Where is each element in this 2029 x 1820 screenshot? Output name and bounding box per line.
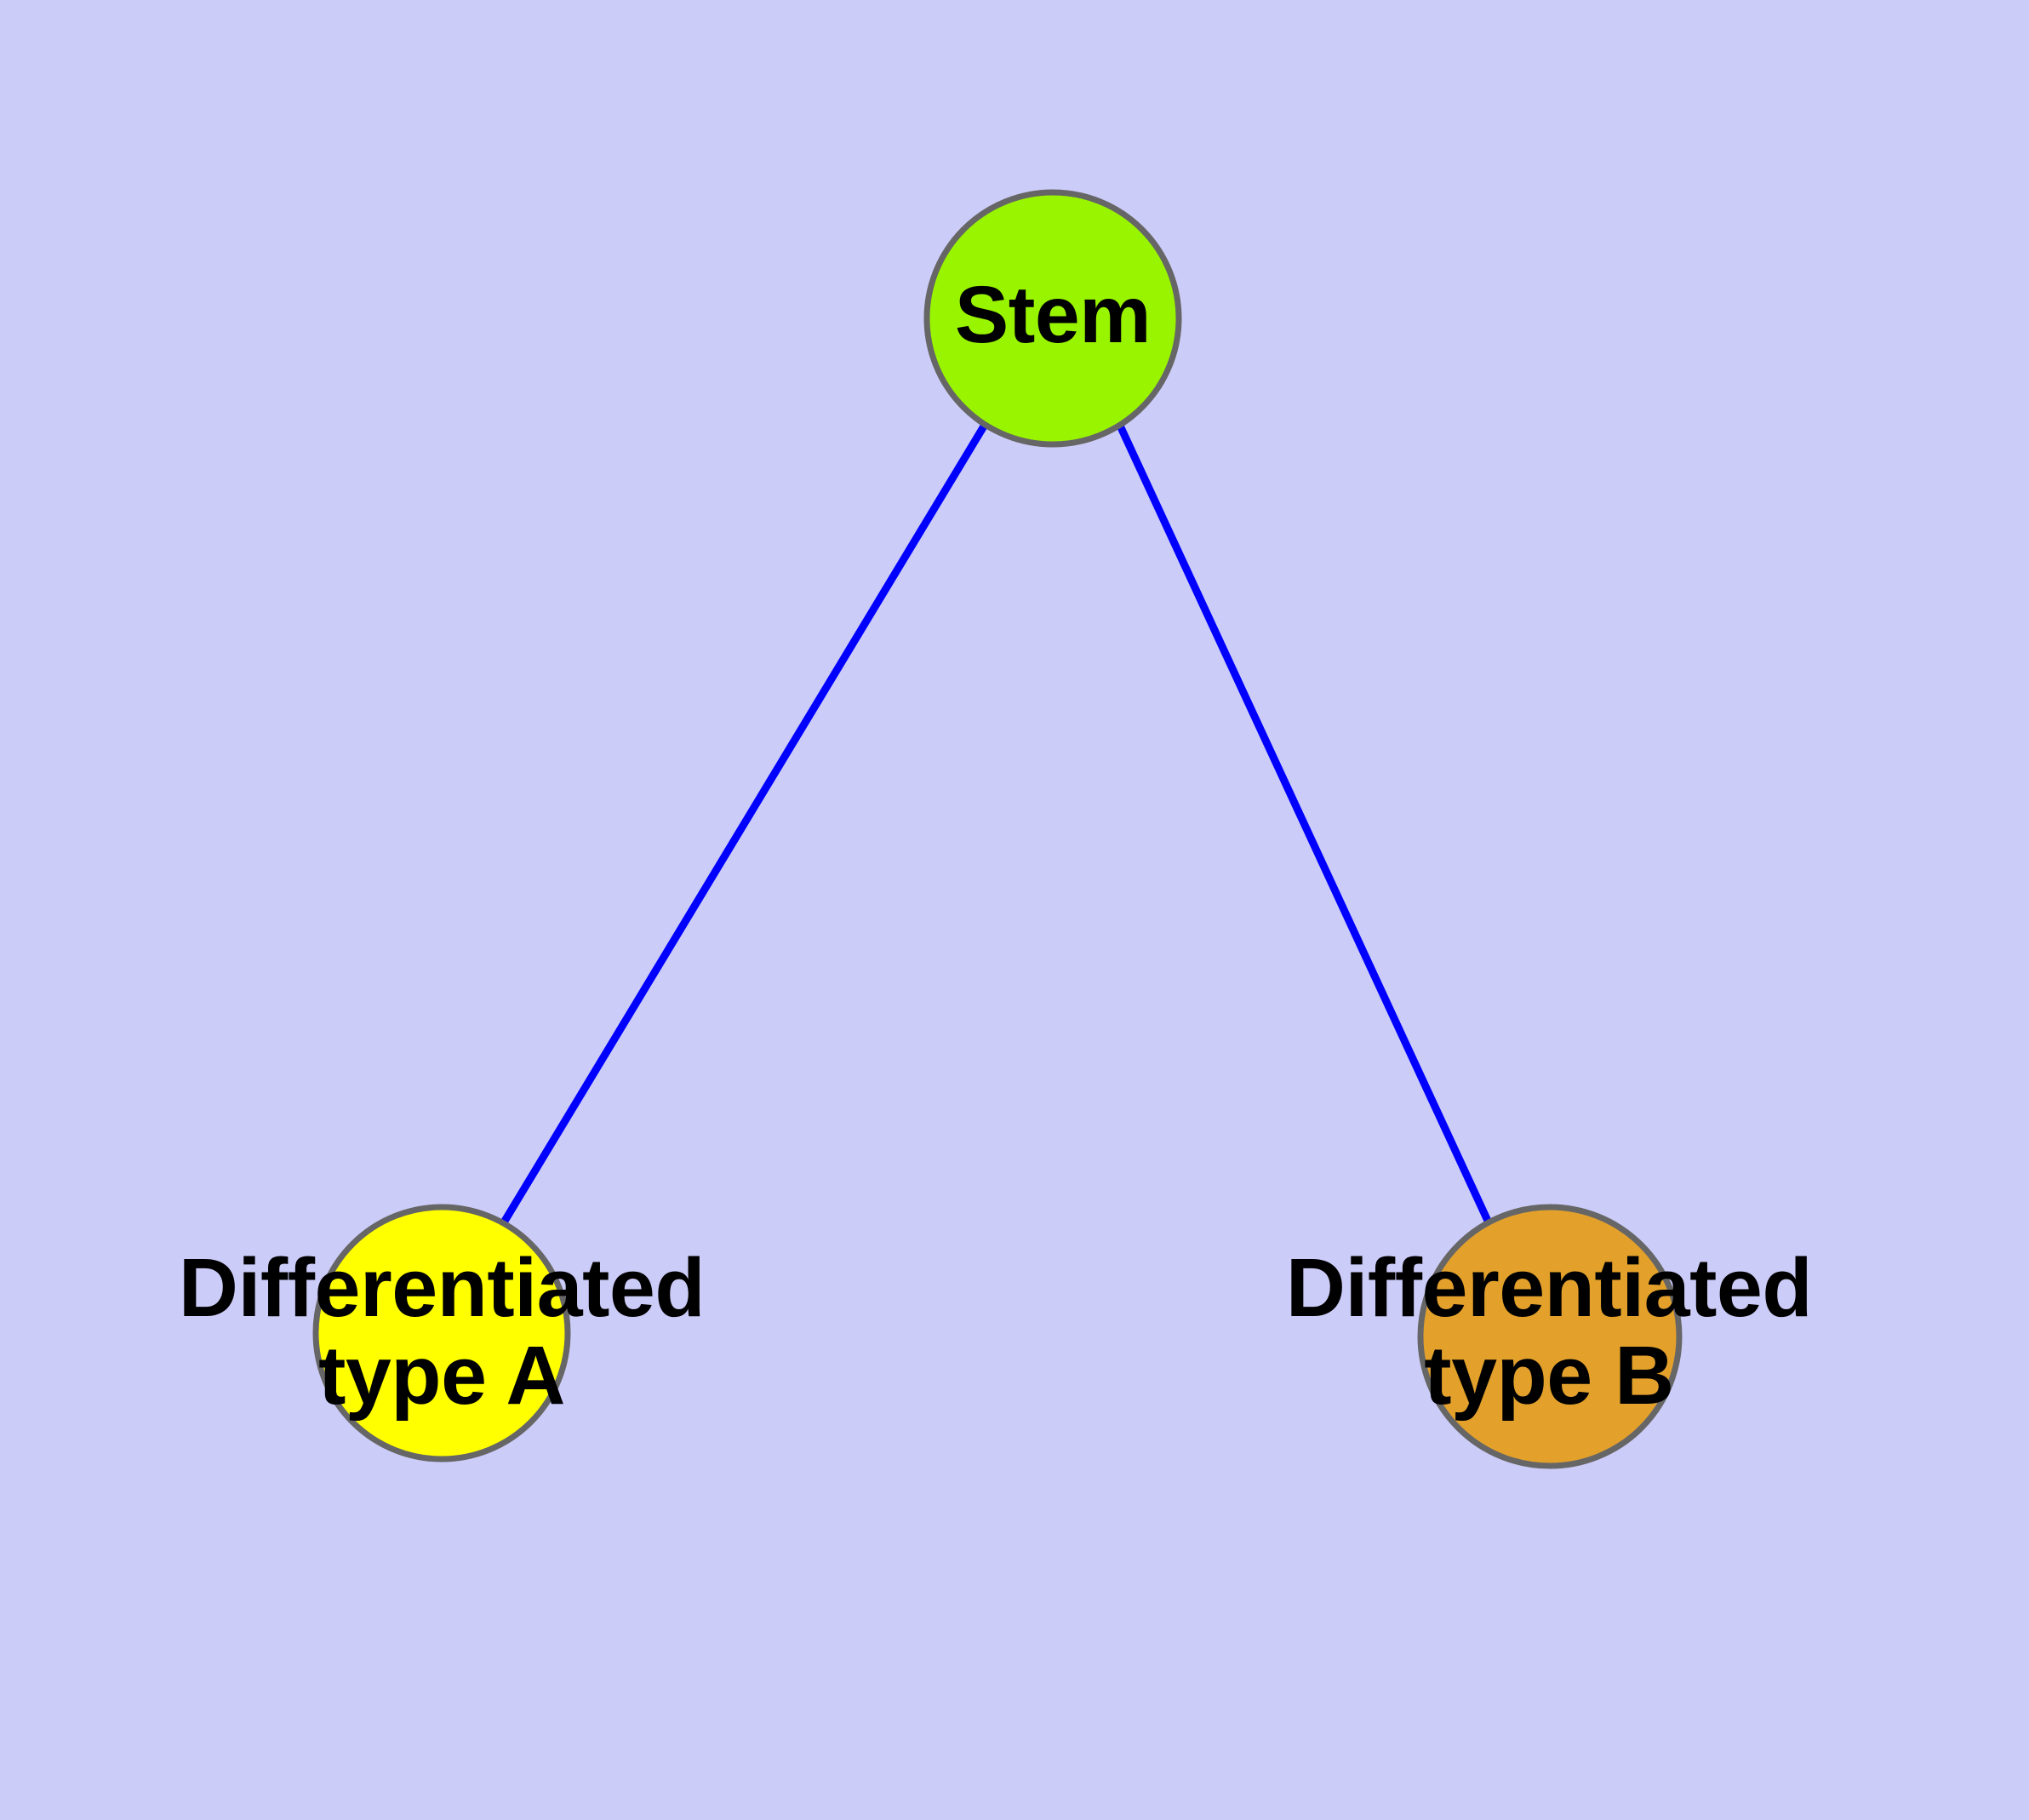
node-circle-differentiated-type-a[interactable]	[312, 1204, 571, 1462]
node-layer	[312, 189, 1683, 1469]
edge-stem-to-differentiated-type-b[interactable]	[1116, 424, 1492, 1222]
node-circle-stem[interactable]	[923, 189, 1182, 448]
node-circle-differentiated-type-b[interactable]	[1417, 1204, 1683, 1469]
edge-layer	[500, 422, 1492, 1225]
edge-stem-to-differentiated-type-a[interactable]	[500, 422, 988, 1225]
